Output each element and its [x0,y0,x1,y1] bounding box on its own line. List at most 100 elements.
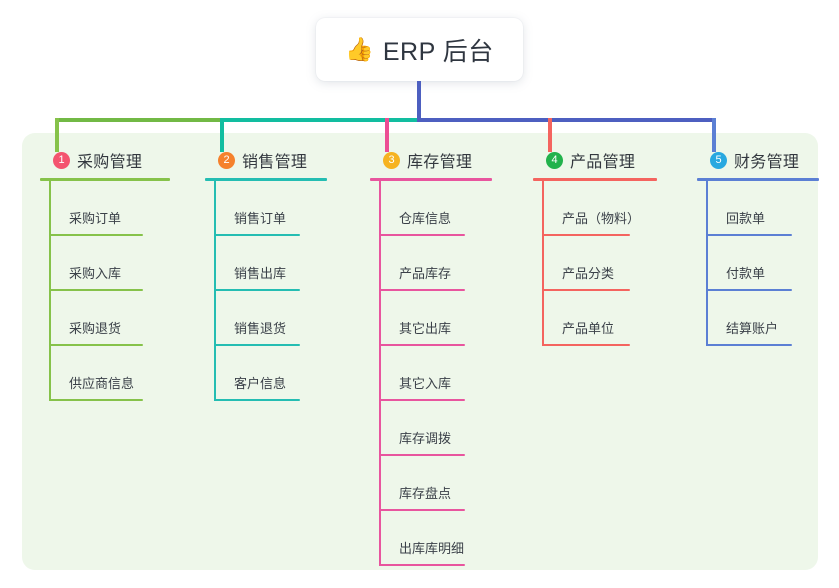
branch-item[interactable]: 产品单位 [533,291,657,346]
branch-number-badge: 4 [546,151,563,169]
branch-number-badge: 1 [53,151,70,169]
branch-column-4: 4 产品管理产品（物料） 产品分类产品单位 [533,147,657,346]
branch-item[interactable]: 供应商信息 [40,346,170,401]
branch-item-rule [379,399,465,401]
branch-spine [379,181,381,566]
branches-panel [22,133,818,570]
branch-item-rule [49,289,143,291]
branch-item-rule [542,344,630,346]
branch-item-rule [379,289,465,291]
branch-header-rule [533,178,657,181]
branch-number-badge: 3 [383,151,400,169]
branch-column-3: 3 库存管理仓库信息产品库存其它出库其它入库库存调拨库存盘点出库库明细 [370,147,492,566]
branch-item-label: 销售出库 [234,266,287,281]
branch-items: 销售订单销售出库销售退货客户信息 [205,181,327,401]
branch-item-rule [49,234,143,236]
branch-item[interactable]: 出库库明细 [370,511,492,566]
branch-item-label: 产品（物料） [562,211,641,226]
branch-spine [214,181,216,401]
branch-header-rule [205,178,327,181]
connector-drop-2 [220,118,224,152]
branch-item[interactable]: 回款单 [697,181,819,236]
branch-item-label: 仓库信息 [399,211,452,226]
bar-segment-blue [417,118,716,122]
branch-header-4[interactable]: 4 产品管理 [533,147,657,173]
branch-item[interactable]: 采购订单 [40,181,170,236]
connector-drop-1 [55,118,59,152]
branch-item[interactable]: 其它出库 [370,291,492,346]
branch-spine [542,181,544,346]
branch-spine [49,181,51,401]
branch-item-rule [542,234,630,236]
branch-item-rule [706,289,792,291]
branch-items: 采购订单采购入库采购退货供应商信息 [40,181,170,401]
branch-item[interactable]: 销售出库 [205,236,327,291]
branch-item-label: 产品分类 [562,266,615,281]
bar-segment-green [55,118,224,122]
bar-segment-teal [220,118,421,122]
branch-item-label: 客户信息 [234,376,287,391]
branch-item-rule [379,509,465,511]
branch-header-rule [40,178,170,181]
branch-item-label: 结算账户 [726,321,779,336]
branch-items: 回款单付款单结算账户 [697,181,819,346]
root-node-content: 👍 ERP 后台 [345,32,494,68]
connector-drop-3 [385,118,389,152]
branch-item[interactable]: 采购入库 [40,236,170,291]
branch-item-rule [379,344,465,346]
branch-item-rule [214,289,300,291]
branch-number-badge: 5 [710,151,727,169]
branch-item-label: 出库库明细 [399,541,465,556]
branch-header-3[interactable]: 3 库存管理 [370,147,492,173]
branch-item[interactable]: 采购退货 [40,291,170,346]
root-node[interactable]: 👍 ERP 后台 [316,18,523,81]
branch-spine [706,181,708,346]
connector-drop-5 [712,118,716,152]
branch-items: 产品（物料） 产品分类产品单位 [533,181,657,346]
branch-header-rule [370,178,492,181]
branch-item[interactable]: 销售退货 [205,291,327,346]
branch-item-label: 销售退货 [234,321,287,336]
branch-header-rule [697,178,819,181]
branch-item-rule [706,234,792,236]
branch-item-label: 采购入库 [69,266,122,281]
branch-item-label: 其它出库 [399,321,452,336]
branch-item-label: 采购订单 [69,211,122,226]
branch-item-label: 产品单位 [562,321,615,336]
branch-item-label: 其它入库 [399,376,452,391]
branch-item[interactable]: 其它入库 [370,346,492,401]
branch-item[interactable]: 产品（物料） [533,181,657,236]
branch-number-badge: 2 [218,151,235,169]
branch-item-label: 产品库存 [399,266,452,281]
branch-item-label: 付款单 [726,266,766,281]
branch-title: 库存管理 [407,154,473,171]
branch-item-label: 回款单 [726,211,766,226]
branch-items: 仓库信息产品库存其它出库其它入库库存调拨库存盘点出库库明细 [370,181,492,566]
branch-item[interactable]: 产品库存 [370,236,492,291]
branch-item-label: 供应商信息 [69,376,135,391]
branch-item-rule [214,234,300,236]
branch-item-rule [49,399,143,401]
branch-item[interactable]: 结算账户 [697,291,819,346]
branch-item-rule [49,344,143,346]
branch-item[interactable]: 库存调拨 [370,401,492,456]
branch-item-label: 库存盘点 [399,486,452,501]
branch-item[interactable]: 销售订单 [205,181,327,236]
branch-item-rule [379,454,465,456]
branch-item[interactable]: 付款单 [697,236,819,291]
branch-title: 产品管理 [570,154,636,171]
connector-drop-4 [548,118,552,152]
branch-item-rule [214,344,300,346]
branch-item[interactable]: 库存盘点 [370,456,492,511]
branch-item-rule [379,564,465,566]
branch-item[interactable]: 仓库信息 [370,181,492,236]
branch-item[interactable]: 客户信息 [205,346,327,401]
branch-item[interactable]: 产品分类 [533,236,657,291]
